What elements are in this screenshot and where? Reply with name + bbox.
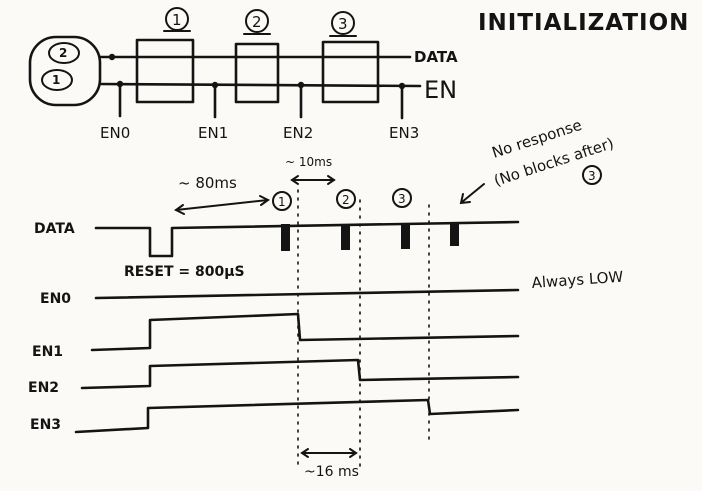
block-2-number-circle [245,9,269,33]
pulse-3-number: 3 [398,192,406,206]
block-1-number: 1 [172,11,182,29]
interval-80ms-arrowhead-right [259,195,270,206]
en-bus-line [98,82,422,88]
signal-label-en1: EN1 [32,344,63,360]
interval-10ms-arrowhead-right [327,175,336,185]
pulse-1-number: 1 [278,195,286,209]
en3-waveform [74,398,520,434]
data-pulse-2 [341,224,350,250]
block-3-number-circle [331,11,355,35]
interval-80ms-arrow [175,199,269,211]
data-pulse-3 [401,223,410,249]
en1-waveform [90,312,520,352]
data-node [108,53,116,61]
interval-80ms-arrowhead-left [174,204,185,215]
interval-16ms-arrowhead-left [300,448,309,458]
pulse-3-circle [392,188,412,208]
data-waveform [94,220,520,258]
signal-label-en0: EN0 [40,291,71,307]
en2-tap-label: EN2 [283,124,313,142]
interval-10ms-label: ~ 10ms [285,155,332,169]
bus-topology: 2 1 DATA EN 1 2 3 EN0 EN1 EN2 [28,7,458,142]
interval-10ms-arrowhead-left [290,175,299,185]
pulse-1-circle [272,191,292,211]
timing-diagram: DATA EN0 EN1 EN2 EN3 1 2 3 RESET = 800µS… [28,116,624,480]
pulse-2-number: 2 [342,193,350,207]
always-low-note: Always LOW [531,268,624,292]
reset-note: RESET = 800µS [124,264,245,280]
controller-port-bottom [41,69,73,91]
data-pulse-1 [281,224,290,251]
signal-label-en3: EN3 [30,417,61,433]
no-response-arrow [461,183,485,203]
controller-port-bottom-label: 1 [52,73,60,87]
block-2 [234,42,280,104]
en3-tap-label: EN3 [389,124,419,142]
data-bus-label: DATA [414,48,458,66]
no-response-arrowhead [459,193,471,205]
block-1 [135,38,195,104]
en0-tap-label: EN0 [100,124,130,142]
controller-port-top-label: 2 [59,46,67,60]
en2-waveform [80,358,520,390]
controller-port-top [48,42,80,64]
block-3 [321,40,380,104]
interval-16ms-arrowhead-right [349,448,358,458]
diagram-title: INITIALIZATION [478,10,689,36]
no-response-ref-circle [582,165,602,185]
pulse-2-circle [336,189,356,209]
en-bus-label: EN [424,76,457,104]
en0-waveform [94,288,520,300]
en1-tap-label: EN1 [198,124,228,142]
block-3-number: 3 [338,15,348,33]
interval-16ms-label: ~16 ms [304,464,359,480]
data-pulse-4 [450,222,459,246]
block-2-number: 2 [252,13,262,31]
signal-label-en2: EN2 [28,380,59,396]
no-response-ref: 3 [588,169,596,183]
signal-label-data: DATA [34,221,75,237]
controller-box [28,35,102,107]
interval-80ms-label: ~ 80ms [178,174,237,192]
